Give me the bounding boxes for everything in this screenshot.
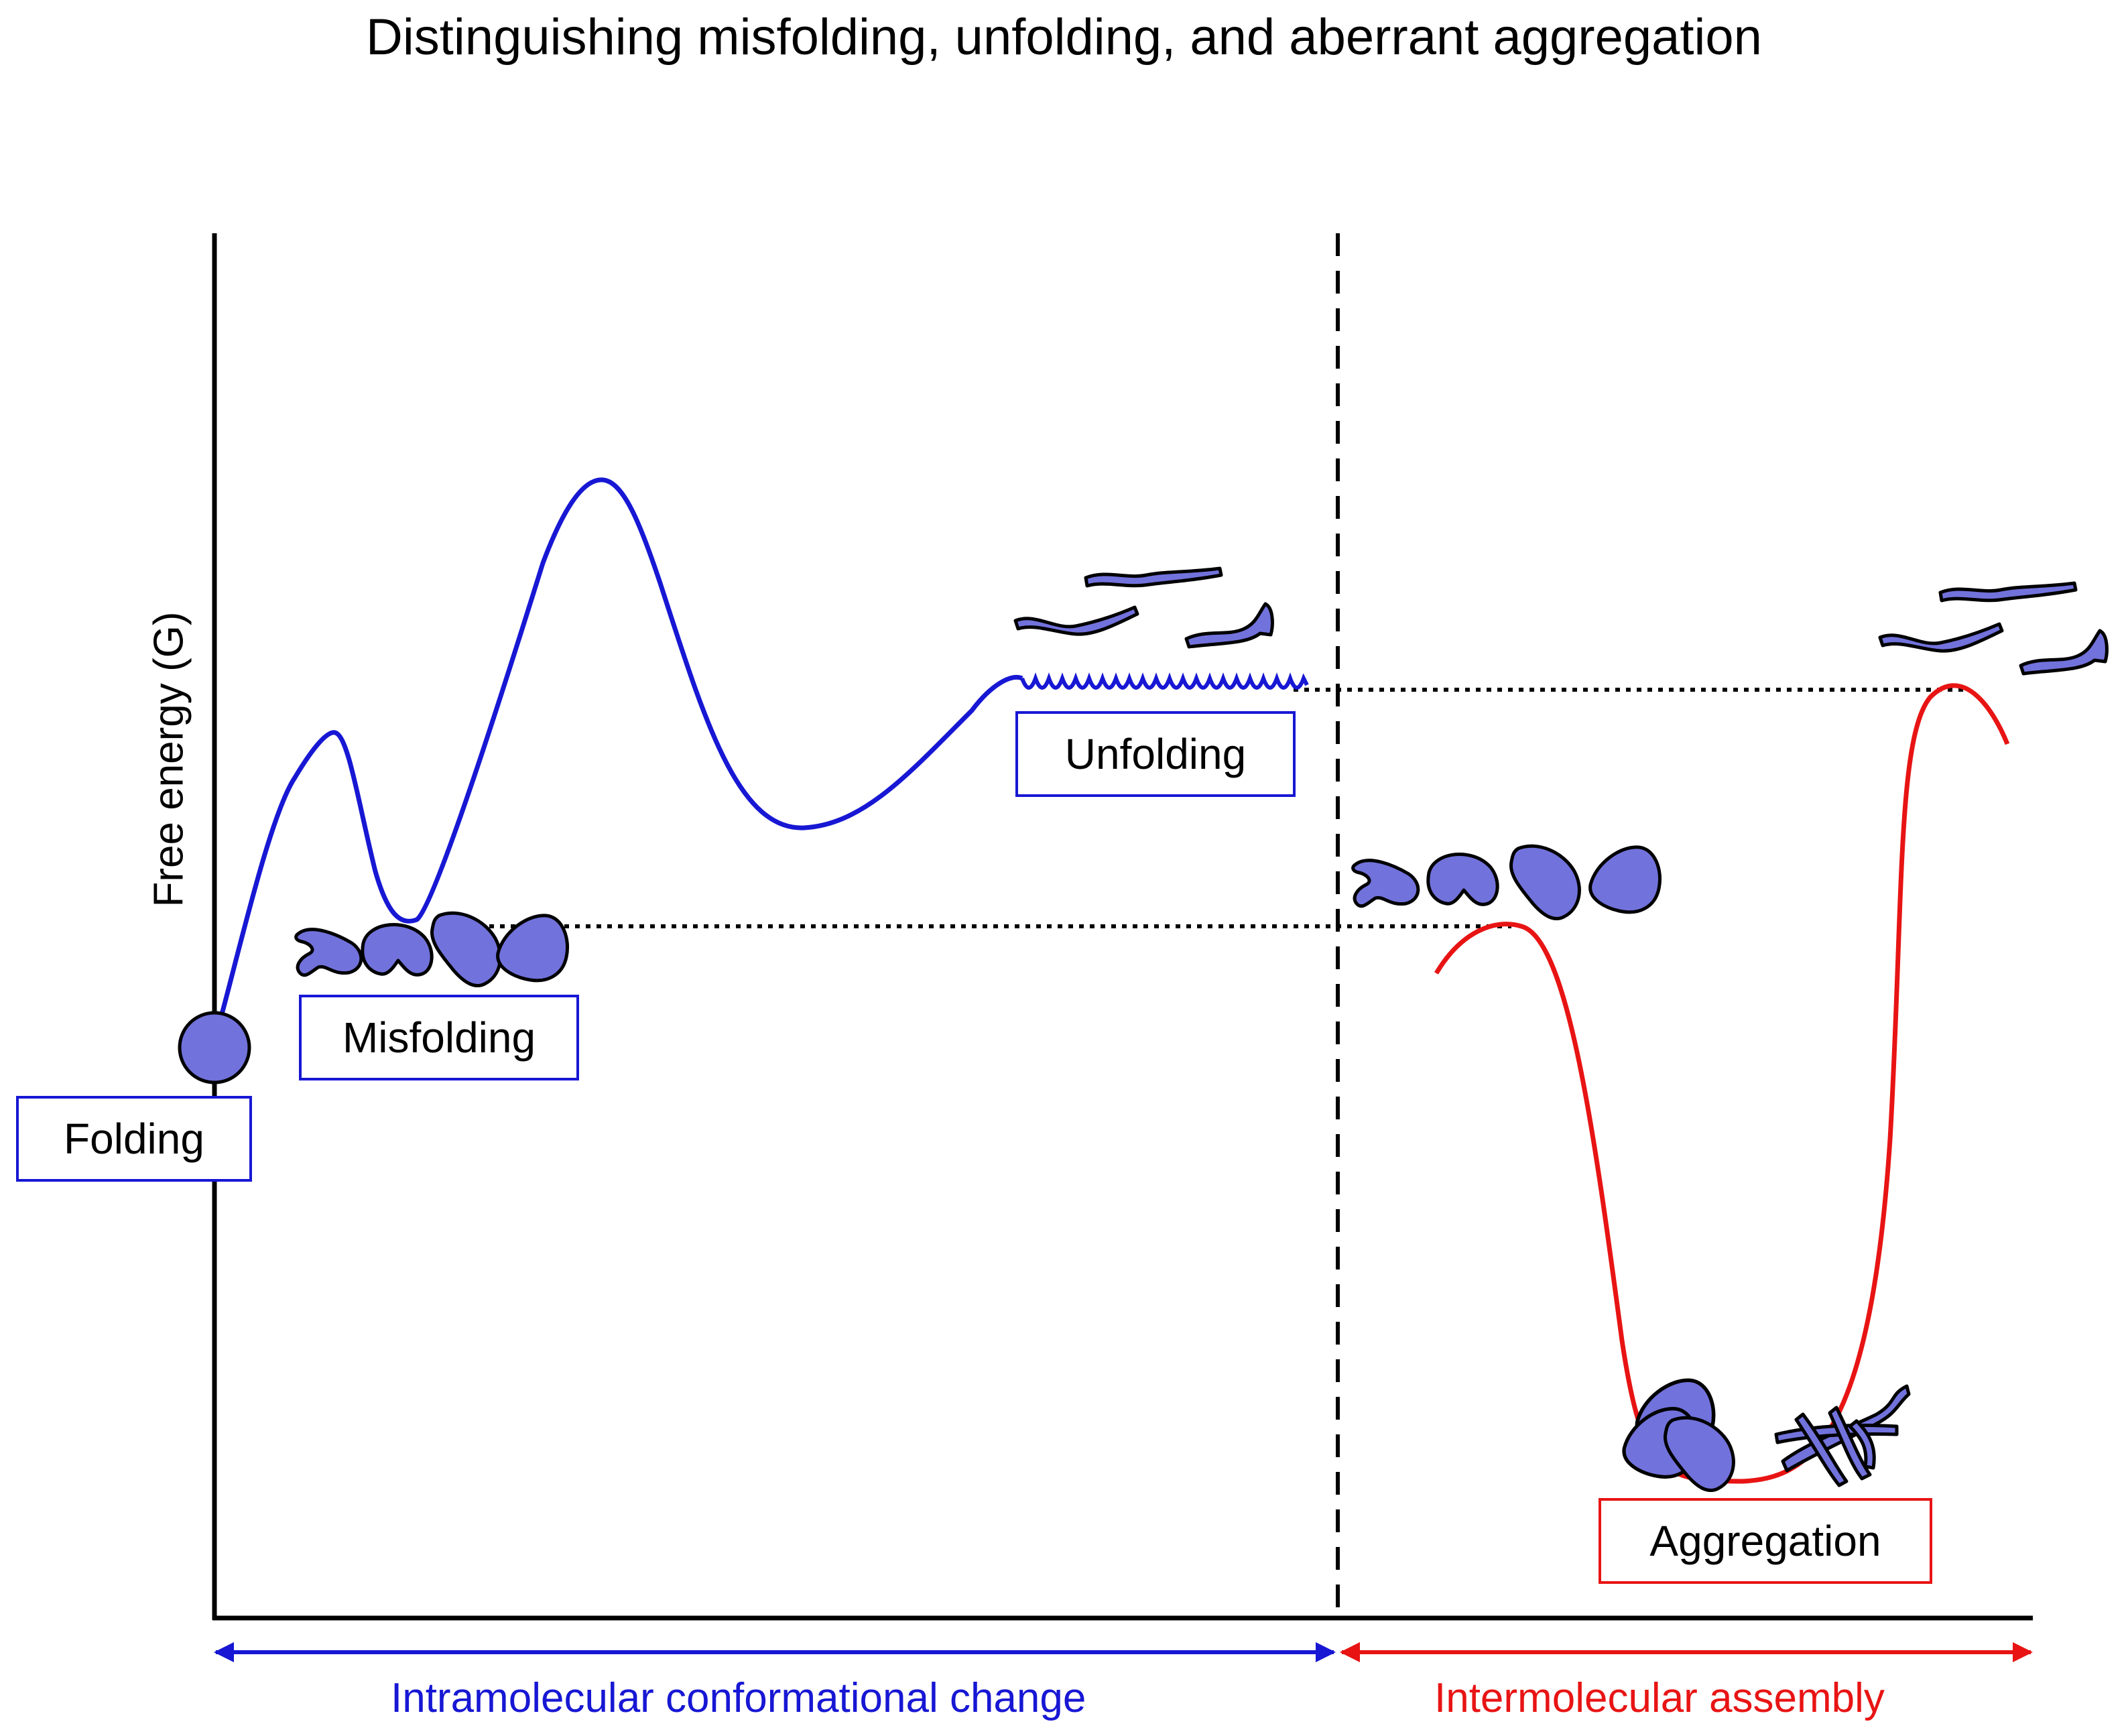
figure-title: Distinguishing misfolding, unfolding, an… bbox=[366, 9, 1762, 66]
unfolded-wavy-curve bbox=[1020, 672, 1309, 690]
misfolding-label-box: Misfolding bbox=[299, 995, 579, 1080]
misfolded-conformers-icon bbox=[296, 913, 568, 985]
fibrillar-aggregate-icon bbox=[1774, 1384, 1911, 1487]
intramolecular-region-label: Intramolecular conformational change bbox=[391, 1675, 1086, 1721]
folding-label: Folding bbox=[64, 1115, 204, 1163]
intramolecular-energy-curve bbox=[212, 477, 1023, 1042]
aggregation-label: Aggregation bbox=[1649, 1517, 1881, 1565]
unfolding-label: Unfolding bbox=[1064, 730, 1247, 778]
aggregation-label-box: Aggregation bbox=[1599, 1498, 1932, 1584]
intermolecular-region-label: Intermolecular assembly bbox=[1434, 1675, 1885, 1721]
folding-label-box: Folding bbox=[16, 1096, 252, 1182]
misfolded-conformers-right-icon bbox=[1353, 846, 1660, 918]
y-axis-label: Free energy (G) bbox=[145, 611, 192, 908]
unfolded-strands-icon bbox=[1015, 568, 1272, 647]
folded-protein-icon bbox=[178, 1011, 251, 1084]
misfolding-label: Misfolding bbox=[342, 1013, 536, 1062]
intermolecular-energy-curve bbox=[1434, 683, 2010, 1484]
unfolded-strands-right-icon bbox=[1880, 583, 2107, 674]
amorphous-aggregate-icon bbox=[1624, 1380, 1733, 1490]
unfolding-label-box: Unfolding bbox=[1015, 711, 1296, 797]
